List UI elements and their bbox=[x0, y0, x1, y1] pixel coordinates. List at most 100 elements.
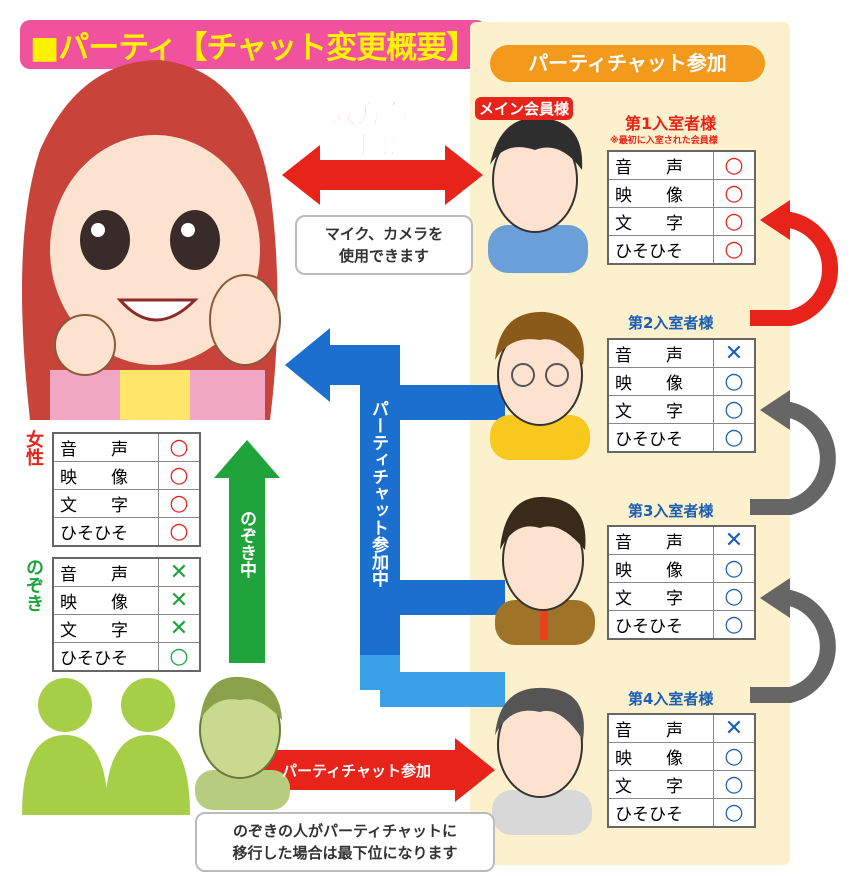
peeking-people-silhouettes bbox=[22, 678, 190, 815]
allowed-circle-icon: ○ bbox=[158, 432, 201, 462]
member-3-permissions: 音 声✕映 像○文 字○ひそひそ○ bbox=[607, 525, 756, 640]
permission-key: 文 字 bbox=[607, 582, 714, 611]
permission-row: 映 像✕ bbox=[52, 586, 201, 615]
permission-row: 映 像○ bbox=[607, 179, 756, 208]
permission-row: 文 字○ bbox=[52, 489, 201, 518]
allowed-circle-icon: ○ bbox=[713, 207, 756, 236]
permission-row: ひそひそ○ bbox=[52, 517, 201, 547]
denied-cross-icon: ✕ bbox=[713, 713, 756, 743]
member-3-label: 第3入室者様 bbox=[628, 502, 714, 520]
allowed-circle-icon: ○ bbox=[713, 150, 756, 180]
woman-illustration bbox=[22, 60, 281, 420]
member-4-permissions: 音 声✕映 像○文 字○ひそひそ○ bbox=[607, 713, 756, 828]
denied-cross-icon: ✕ bbox=[158, 614, 201, 643]
peek-permissions: 音 声✕映 像✕文 字✕ひそひそ○ bbox=[52, 557, 201, 672]
permission-row: ひそひそ○ bbox=[607, 423, 756, 453]
permission-row: 文 字○ bbox=[607, 207, 756, 236]
member-1-avatar bbox=[488, 117, 588, 273]
curved-arrow-red bbox=[750, 212, 839, 326]
permission-key: 文 字 bbox=[52, 614, 159, 643]
allowed-circle-icon: ○ bbox=[158, 461, 201, 490]
permission-row: 音 声✕ bbox=[52, 557, 201, 587]
permission-key: 文 字 bbox=[607, 395, 714, 424]
permission-row: 文 字○ bbox=[607, 770, 756, 799]
mic-bubble-line2: 使用できます bbox=[338, 247, 429, 265]
permission-row: ひそひそ○ bbox=[52, 642, 201, 672]
permission-key: 映 像 bbox=[607, 554, 714, 583]
allowed-circle-icon: ○ bbox=[713, 770, 756, 799]
permission-key: 音 声 bbox=[607, 150, 714, 180]
page-title: ■パーティ【チャット変更概要】 bbox=[20, 20, 487, 69]
main-member-label: メイン会員様 bbox=[475, 97, 574, 120]
join-arrow-label: パーティチャット参加 bbox=[282, 762, 431, 780]
permission-row: 映 像○ bbox=[52, 461, 201, 490]
denied-cross-icon: ✕ bbox=[713, 338, 756, 368]
curved-arrow-grey-1 bbox=[750, 402, 836, 515]
allowed-circle-icon: ○ bbox=[713, 367, 756, 396]
denied-cross-icon: ✕ bbox=[158, 586, 201, 615]
allowed-circle-icon: ○ bbox=[713, 395, 756, 424]
woman-permissions: 音 声○映 像○文 字○ひそひそ○ bbox=[52, 432, 201, 547]
denied-cross-icon: ✕ bbox=[713, 525, 756, 555]
bottom-bubble-line1: のぞきの人がパーティチャットに bbox=[233, 822, 457, 840]
permission-row: ひそひそ○ bbox=[607, 235, 756, 265]
allowed-circle-icon: ○ bbox=[713, 610, 756, 640]
permission-row: 映 像○ bbox=[607, 742, 756, 771]
permission-key: ひそひそ bbox=[52, 642, 159, 672]
mic-camera-bubble: マイク、カメラを 使用できます bbox=[295, 215, 473, 275]
permission-key: 文 字 bbox=[607, 207, 714, 236]
allowed-circle-icon: ○ bbox=[713, 798, 756, 828]
permission-key: 音 声 bbox=[607, 338, 714, 368]
permission-key: 映 像 bbox=[607, 179, 714, 208]
permission-key: 映 像 bbox=[52, 461, 159, 490]
denied-cross-icon: ✕ bbox=[158, 557, 201, 587]
party-chat-blue-arrow bbox=[285, 328, 505, 707]
permission-key: 映 像 bbox=[52, 586, 159, 615]
permission-key: ひそひそ bbox=[607, 235, 714, 265]
party-in-arrow-label: パーティチャット参加中 bbox=[368, 400, 388, 587]
member-4-label: 第4入室者様 bbox=[628, 690, 714, 708]
permission-row: 映 像○ bbox=[607, 554, 756, 583]
permission-row: 映 像○ bbox=[607, 367, 756, 396]
permission-row: 文 字✕ bbox=[52, 614, 201, 643]
permission-row: ひそひそ○ bbox=[607, 798, 756, 828]
allowed-circle-icon: ○ bbox=[158, 642, 201, 672]
permission-row: 文 字○ bbox=[607, 395, 756, 424]
permission-row: 音 声✕ bbox=[607, 713, 756, 743]
woman-label: 女性 bbox=[23, 430, 44, 466]
bottom-note-bubble: のぞきの人がパーティチャットに 移行した場合は最下位になります bbox=[195, 812, 495, 872]
two-way-label: 双方向 可能 bbox=[329, 100, 408, 161]
member-3-avatar bbox=[495, 496, 595, 645]
permission-key: 映 像 bbox=[607, 742, 714, 771]
permission-key: 音 声 bbox=[607, 713, 714, 743]
member-1-note: ※最初に入室された会員様 bbox=[610, 136, 718, 146]
permission-row: 音 声○ bbox=[52, 432, 201, 462]
mic-bubble-line1: マイク、カメラを bbox=[324, 225, 444, 243]
join-arrow bbox=[262, 738, 495, 802]
allowed-circle-icon: ○ bbox=[713, 582, 756, 611]
allowed-circle-icon: ○ bbox=[713, 235, 756, 265]
allowed-circle-icon: ○ bbox=[158, 489, 201, 518]
member-1-permissions: 音 声○映 像○文 字○ひそひそ○ bbox=[607, 150, 756, 265]
member-2-avatar bbox=[490, 311, 590, 460]
member-2-permissions: 音 声✕映 像○文 字○ひそひそ○ bbox=[607, 338, 756, 453]
permission-row: 音 声○ bbox=[607, 150, 756, 180]
permission-key: 映 像 bbox=[607, 367, 714, 396]
bottom-bubble-line2: 移行した場合は最下位になります bbox=[232, 844, 458, 862]
permission-key: ひそひそ bbox=[607, 610, 714, 640]
member-4-avatar bbox=[492, 687, 592, 835]
peeking-man-avatar bbox=[195, 676, 290, 810]
peek-label: のぞき bbox=[23, 558, 44, 612]
permission-key: ひそひそ bbox=[52, 517, 159, 547]
two-way-line2: 可能 bbox=[342, 130, 396, 161]
member-2-label: 第2入室者様 bbox=[628, 314, 714, 332]
allowed-circle-icon: ○ bbox=[713, 742, 756, 771]
permission-key: 音 声 bbox=[607, 525, 714, 555]
curved-arrow-grey-2 bbox=[750, 590, 836, 703]
peeking-arrow-label: のぞき中 bbox=[236, 510, 256, 578]
permission-key: 音 声 bbox=[52, 432, 159, 462]
panel-title: パーティチャット参加 bbox=[490, 45, 765, 82]
permission-key: 文 字 bbox=[607, 770, 714, 799]
